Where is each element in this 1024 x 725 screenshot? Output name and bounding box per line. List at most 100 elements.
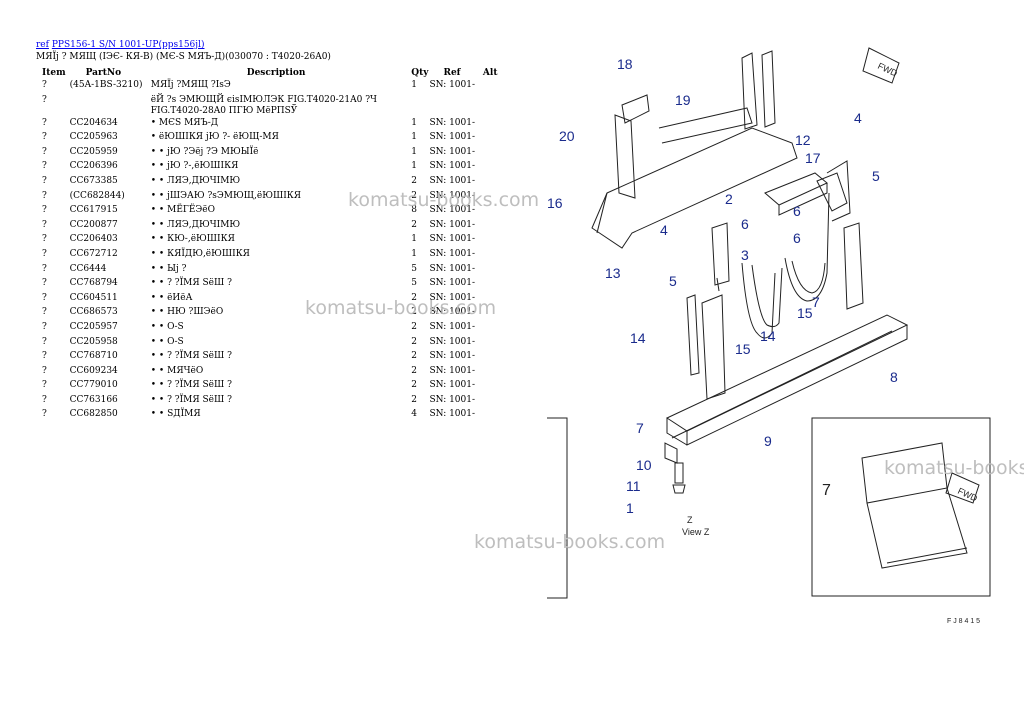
group-title: МЯЇј ? МЯЩ (ІЭЄ- КЯ-В) (МЄ-S МЯЪ-Д)(0300…	[36, 52, 331, 62]
row-description: • МЄS МЯЪ-Д	[150, 117, 219, 128]
row-qty: 1	[411, 146, 418, 157]
row-description: • • ёИёА	[150, 292, 193, 303]
row-description: • • КЯЇДЮ,ёЮШІКЯ	[150, 248, 250, 259]
row-partno	[70, 95, 151, 118]
row-description: • ёЮШІКЯ јЮ ?- ёЮЩ-МЯ	[150, 132, 279, 143]
row-item: ?	[42, 219, 47, 230]
callout-number: 9	[764, 433, 772, 449]
row-partno: CC682850	[69, 409, 118, 420]
row-ref: SN: 1001-	[429, 80, 476, 90]
row-ref: SN: 1001-	[429, 234, 476, 245]
row-partno: CC604511	[69, 292, 118, 303]
parts-table: Item PartNo Description Qty Ref Alt ?(45…	[36, 66, 506, 424]
row-ref: SN: 1001-	[429, 278, 476, 289]
fwd-label: FWD	[876, 61, 899, 79]
row-item: ?	[42, 205, 47, 216]
row-qty	[411, 95, 429, 118]
row-alt	[483, 80, 506, 95]
row-description: • • јШЭАЮ ?sЭМЮЩ,ёЮШІКЯ	[150, 190, 302, 201]
row-partno: CC205957	[69, 321, 118, 332]
row-item: ?	[42, 380, 47, 391]
callout-number: 15	[735, 341, 751, 357]
row-item: ?	[42, 94, 47, 105]
row-description: • • МЯЧёО	[150, 365, 204, 376]
callout-number: 6	[793, 230, 801, 246]
row-item: ?	[42, 132, 47, 143]
row-description: • • ЛЯЭ,ДЮЧІМЮ	[150, 219, 241, 230]
row-ref: SN: 1001-	[429, 365, 476, 376]
row-description: • • КЮ-,ёЮШІКЯ	[150, 234, 235, 245]
row-item: ?	[42, 263, 47, 274]
callout-number: 14	[760, 328, 776, 344]
callout-number: 14	[630, 330, 646, 346]
row-partno: CC6444	[69, 263, 107, 274]
row-qty: 2	[411, 190, 418, 201]
row-ref: SN: 1001-	[429, 190, 476, 201]
row-ref: SN: 1001-	[429, 351, 476, 362]
row-qty: 1	[411, 80, 418, 90]
row-ref: SN: 1001-	[429, 380, 476, 391]
col-partno: PartNo	[85, 68, 122, 78]
callout-number: 20	[559, 128, 575, 144]
callout-number: 7	[812, 294, 820, 310]
col-qty: Qty	[411, 68, 429, 78]
row-alt	[483, 409, 506, 424]
row-item: ?	[42, 278, 47, 289]
row-description: • • НЮ ?ШЭёО	[150, 307, 224, 318]
callout-number: 10	[636, 457, 652, 473]
row-qty: 2	[411, 292, 418, 303]
row-partno: CC205963	[69, 132, 118, 143]
row-item: ?	[42, 190, 47, 201]
row-alt	[483, 351, 506, 366]
row-description: ёЙ ?s ЭМЮЩЙ єisIМЮЛЭК FIG.T4020-21A0 ?Ч …	[150, 94, 377, 117]
row-partno: CC206403	[69, 234, 118, 245]
watermark: komatsu-books.com	[305, 297, 497, 319]
row-alt	[483, 234, 506, 249]
row-item: ?	[42, 292, 47, 303]
callout-number: 18	[617, 56, 633, 72]
row-partno: CC205959	[69, 146, 118, 157]
row-qty: 2	[411, 351, 418, 362]
callout-number: 6	[741, 216, 749, 232]
row-alt	[483, 337, 506, 352]
row-alt	[483, 322, 506, 337]
row-description: • • јЮ ?Эёј ?Э МЮЫЇё	[150, 146, 259, 157]
callout-number: 5	[669, 273, 677, 289]
row-partno: CC763166	[69, 394, 118, 405]
model-link[interactable]: PPS156-1 S/N 1001-UP(pps156jl)	[51, 40, 205, 50]
row-qty: 5	[411, 278, 418, 289]
parts-list-panel: ref PPS156-1 S/N 1001-UP(pps156jl) МЯЇј …	[36, 40, 506, 424]
ref-link[interactable]: ref	[36, 40, 49, 50]
row-alt	[483, 264, 506, 279]
callout-number: 12	[795, 132, 811, 148]
row-ref	[429, 95, 482, 118]
row-qty: 2	[411, 365, 418, 376]
row-partno: CC200877	[69, 219, 118, 230]
watermark: komatsu-books.com	[348, 189, 540, 211]
callout-number: 2	[725, 191, 733, 207]
callout-number: 7	[636, 420, 644, 436]
footer-code: F J 8 4 1 5	[947, 618, 980, 625]
row-partno: CC686573	[69, 307, 118, 318]
row-partno: CC617915	[69, 205, 118, 216]
row-item: ?	[42, 117, 47, 128]
row-item: ?	[42, 365, 47, 376]
row-ref: SN: 1001-	[429, 336, 476, 347]
row-alt	[483, 395, 506, 410]
row-partno: CC673385	[69, 175, 118, 186]
view-label: View Z	[682, 527, 710, 537]
col-description: Description	[246, 68, 306, 78]
